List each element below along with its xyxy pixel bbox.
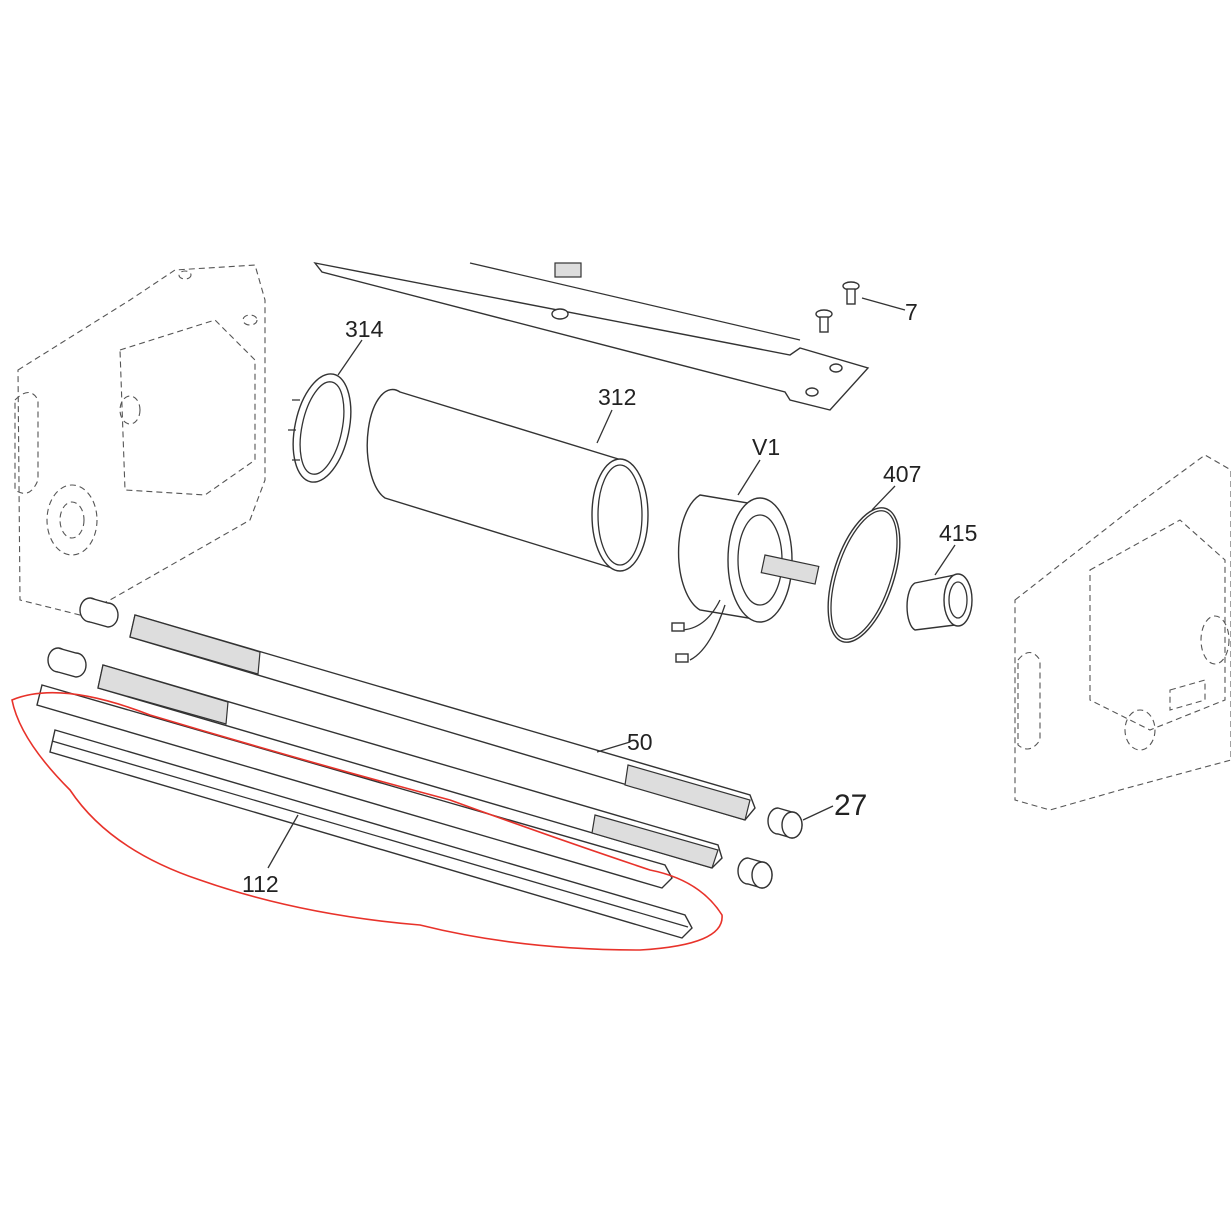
- label-112: 112: [242, 871, 279, 897]
- label-314: 314: [345, 316, 384, 342]
- label-7: 7: [905, 299, 918, 325]
- label-50: 50: [627, 729, 653, 755]
- shaft-50: [129, 614, 756, 821]
- label-27: 27: [834, 789, 867, 822]
- rod-3: [36, 684, 673, 889]
- ring-314: [288, 339, 363, 483]
- highlight-outline: [11, 691, 723, 951]
- label-v1: V1: [752, 434, 780, 460]
- left-side-frame: [14, 264, 266, 616]
- top-bracket: [313, 261, 870, 411]
- shaft-2: [97, 664, 723, 869]
- label-415: 415: [939, 520, 977, 546]
- o-ring-407: [827, 485, 901, 643]
- label-312: 312: [598, 384, 636, 410]
- bushings-27: [47, 597, 834, 889]
- sleeve-312: [366, 388, 649, 572]
- cap-415: [906, 544, 973, 631]
- rod-112: [49, 729, 693, 939]
- label-407: 407: [883, 461, 921, 487]
- right-side-frame: [1014, 454, 1231, 811]
- screw-7: [815, 281, 906, 333]
- motor-v1: [671, 459, 820, 663]
